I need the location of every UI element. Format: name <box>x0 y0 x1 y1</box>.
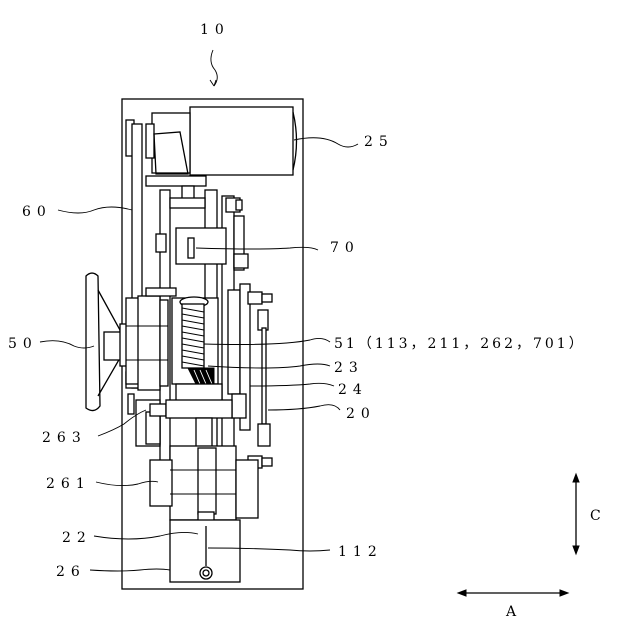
label-rod-24: 24 <box>338 382 368 398</box>
label-motor: 25 <box>364 134 394 150</box>
gear-assembly <box>172 297 222 402</box>
label-device: 10 <box>200 22 230 38</box>
label-frame-link: 60 <box>22 204 52 220</box>
label-clutch: 263 <box>42 430 87 446</box>
label-arrow-c: C <box>590 508 607 524</box>
label-arrow-a: A <box>505 604 522 620</box>
label-base: 26 <box>56 564 86 580</box>
clutch-plates <box>126 288 176 390</box>
label-handwheel: 50 <box>8 336 38 352</box>
label-gear: 23 <box>334 360 364 376</box>
label-block-261: 261 <box>46 476 91 492</box>
label-bracket: 70 <box>330 240 360 256</box>
label-lower-part: 22 <box>62 530 92 546</box>
direction-arrow-a <box>458 590 568 596</box>
base-26 <box>170 520 240 582</box>
label-gear-shaft: 51（113，211，262，701） <box>334 336 586 352</box>
direction-arrow-c <box>573 474 579 554</box>
label-side-rod: 20 <box>346 406 376 422</box>
label-wire: 112 <box>338 544 383 560</box>
